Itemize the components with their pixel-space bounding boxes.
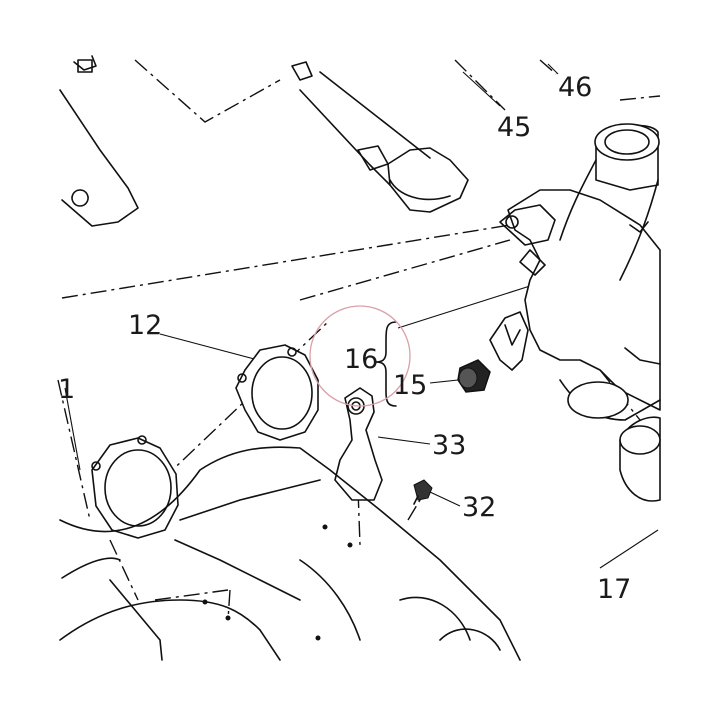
exhaust-pipe-upper-left	[59, 55, 139, 227]
bracket-33	[334, 387, 383, 501]
callout-32: 32	[462, 492, 496, 523]
bolt-32	[413, 479, 433, 505]
callout-46: 46	[558, 72, 592, 103]
heat-shield-body	[59, 446, 521, 661]
callout-16: 16	[344, 344, 378, 375]
callout-45: 45	[497, 112, 531, 143]
callout-12: 12	[128, 310, 162, 341]
gasket-12-right	[235, 344, 319, 441]
callout-33: 33	[432, 430, 466, 461]
exhaust-pipe-45	[291, 61, 469, 213]
callout-17: 17	[597, 574, 631, 605]
exhaust-manifold-17	[489, 123, 661, 502]
callout-1: 1	[58, 374, 75, 405]
callout-15: 15	[393, 370, 427, 401]
highlight-circle	[309, 305, 411, 407]
gasket-12-left	[91, 435, 179, 539]
grommet-15	[457, 359, 491, 393]
